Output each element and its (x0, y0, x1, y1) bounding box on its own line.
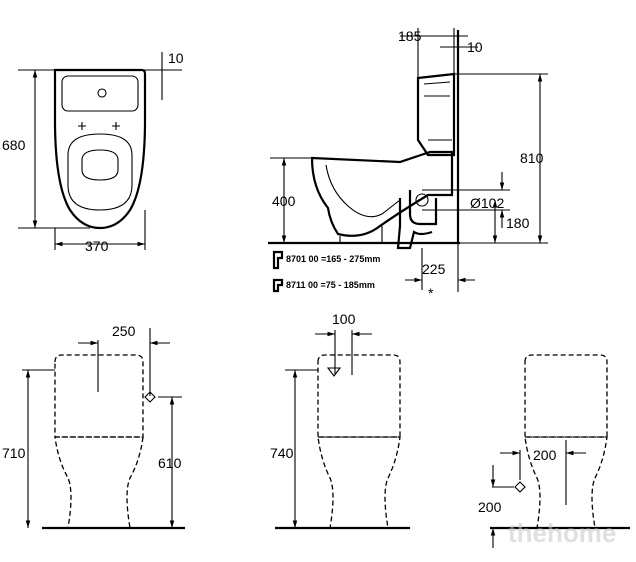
bolt-right (112, 122, 120, 130)
top-view-cistern (61, 75, 139, 112)
connector-a-label: 8701 00 =165 - 275mm (286, 254, 380, 264)
front-view-2: 100 740 (270, 311, 410, 530)
front1-height-label: 710 (2, 445, 26, 461)
front3-width-label: 200 (533, 447, 557, 463)
front-view-1: 250 710 610 (2, 323, 185, 530)
bowl-inner (81, 149, 119, 181)
front3-cistern (524, 354, 608, 438)
front3-height-label: 200 (478, 499, 502, 515)
connector-b-icon (272, 278, 284, 293)
wall-gap-label: 10 (467, 39, 483, 55)
front3-supply-icon (514, 481, 526, 493)
front2-height-label: 740 (270, 445, 294, 461)
front-view-3: 200 200 thehome (478, 354, 630, 548)
outlet-height-label: 180 (506, 215, 530, 231)
cistern-depth-label: 185 (398, 28, 422, 44)
front1-width-label: 250 (112, 323, 136, 339)
cistern-side (416, 72, 456, 157)
connector-b-label: 8711 00 =75 - 185mm (286, 280, 375, 290)
side-view: 185 10 810 400 Ø102 180 225 8701 00 =165… (268, 28, 548, 301)
top-width-label: 370 (85, 238, 109, 254)
front1-supply-label: 610 (158, 455, 182, 471)
bowl-outer (67, 133, 133, 211)
top-gap-label: 10 (168, 50, 184, 66)
front1-bowl (54, 436, 144, 529)
front2-width-label: 100 (332, 311, 356, 327)
connector-a-icon (272, 250, 284, 270)
outlet-diameter-label: Ø102 (470, 195, 504, 211)
outlet-offset-label: 225 (422, 261, 446, 277)
top-view: 680 370 10 (2, 50, 184, 254)
bolt-left (78, 122, 86, 130)
watermark: thehome (508, 518, 616, 548)
top-depth-label: 680 (2, 137, 26, 153)
total-height-label: 810 (520, 150, 544, 166)
outlet-pipe (396, 190, 438, 250)
seat-height-label: 400 (272, 193, 296, 209)
supply-point-icon (144, 391, 156, 403)
front2-button-icon (326, 367, 342, 377)
top-view-outline (53, 68, 147, 230)
front2-cistern (317, 354, 401, 438)
flush-button (97, 88, 107, 98)
front1-cistern (54, 354, 144, 438)
front2-bowl (317, 436, 401, 529)
note-mark: * (428, 285, 434, 301)
bowl-side (310, 150, 454, 237)
